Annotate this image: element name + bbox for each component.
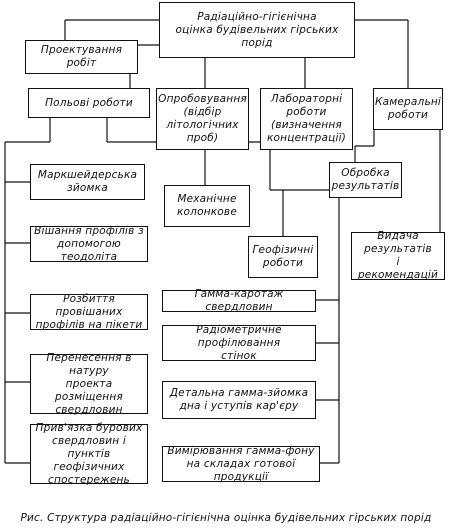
box-radiation-hygienic-assessment: Радіаційно-гігієнічна оцінка будівельних… [159, 2, 355, 58]
box-profile-staking: Вішання профілів з допомогою теодоліта [30, 225, 148, 263]
box-field-works: Польові роботи [28, 88, 150, 118]
figure-caption: Рис. Структура радіаційно-гігієнічна оці… [20, 512, 432, 524]
box-gamma-logging: Гамма-каротаж свердловин [162, 288, 316, 313]
box-core-drilling: Механічне колонкове [164, 185, 250, 227]
box-profile-breakdown: Розбиття провішаних профілів на пікети [30, 293, 148, 331]
box-work-design: Проектування робіт [25, 40, 138, 74]
box-layout-transfer: Перенесення в натуру проекта розміщення … [30, 352, 148, 416]
box-results-processing: Обробка результатів [329, 162, 402, 198]
box-radiometric-profiling: Радіометричне профілювання стінок [162, 324, 316, 362]
box-sampling: Опробовування (відбір літологічних проб) [156, 88, 249, 150]
box-office-works: Камеральні роботи [373, 88, 443, 130]
box-geophysical-works: Геофізичні роботи [248, 236, 318, 278]
box-laboratory-works: Лабораторні роботи (визначення концентра… [260, 88, 353, 150]
box-gamma-survey: Детальна гамма-зйомка дна і уступів кар'… [162, 381, 316, 419]
box-survey: Маркшейдерська зйомка [30, 164, 145, 200]
box-results-issue: Видача результатів і рекомендацій [351, 230, 445, 281]
box-borehole-binding: Прив'язка бурових свердловин і пунктів г… [30, 422, 148, 486]
box-gamma-background: Вимірювання гамма-фону на складах готово… [162, 445, 320, 483]
